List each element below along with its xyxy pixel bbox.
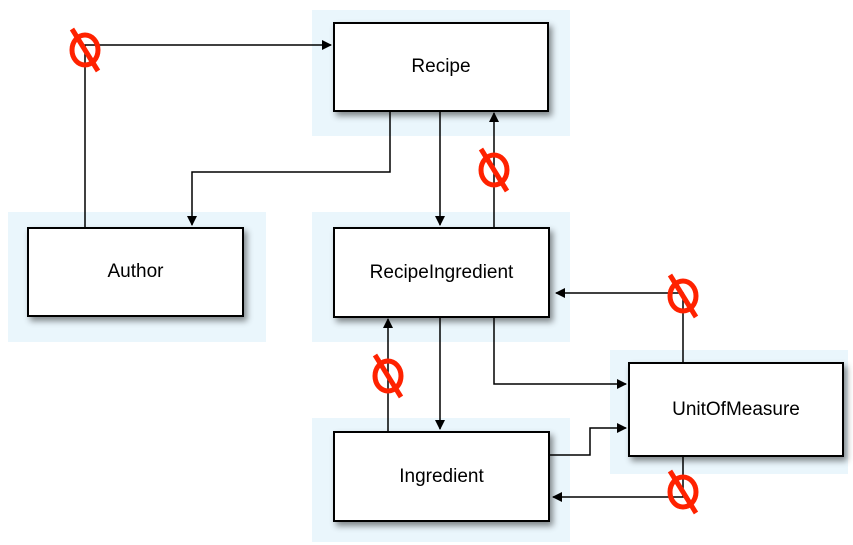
edge-author-to-recipe (84, 40, 332, 228)
edge-recipe-to-author (187, 110, 391, 226)
prohibition-icon (478, 147, 510, 193)
author-node[interactable]: Author (27, 227, 244, 317)
prohibition-icon (667, 273, 699, 319)
prohibition-icon (372, 353, 404, 399)
unit-of-measure-node[interactable]: UnitOfMeasure (628, 362, 844, 457)
edge-ingredient-to-unit-of-measure (550, 423, 627, 456)
ingredient-node[interactable]: Ingredient (333, 431, 550, 522)
unit-of-measure-label: UnitOfMeasure (672, 398, 800, 420)
recipe-ingredient-label: RecipeIngredient (369, 261, 514, 283)
ingredient-label: Ingredient (399, 465, 484, 487)
edge-unit-of-measure-to-ingredient (552, 456, 684, 502)
recipe-ingredient-node[interactable]: RecipeIngredient (333, 227, 550, 318)
recipe-node[interactable]: Recipe (333, 22, 549, 112)
edge-recipe-ingredient-to-unit-of-measure (493, 316, 627, 389)
author-label: Author (107, 261, 164, 282)
prohibition-icon (667, 469, 699, 515)
prohibition-icon (69, 27, 101, 73)
recipe-label: Recipe (411, 56, 471, 77)
edge-unit-of-measure-to-recipe-ingredient (555, 288, 684, 362)
